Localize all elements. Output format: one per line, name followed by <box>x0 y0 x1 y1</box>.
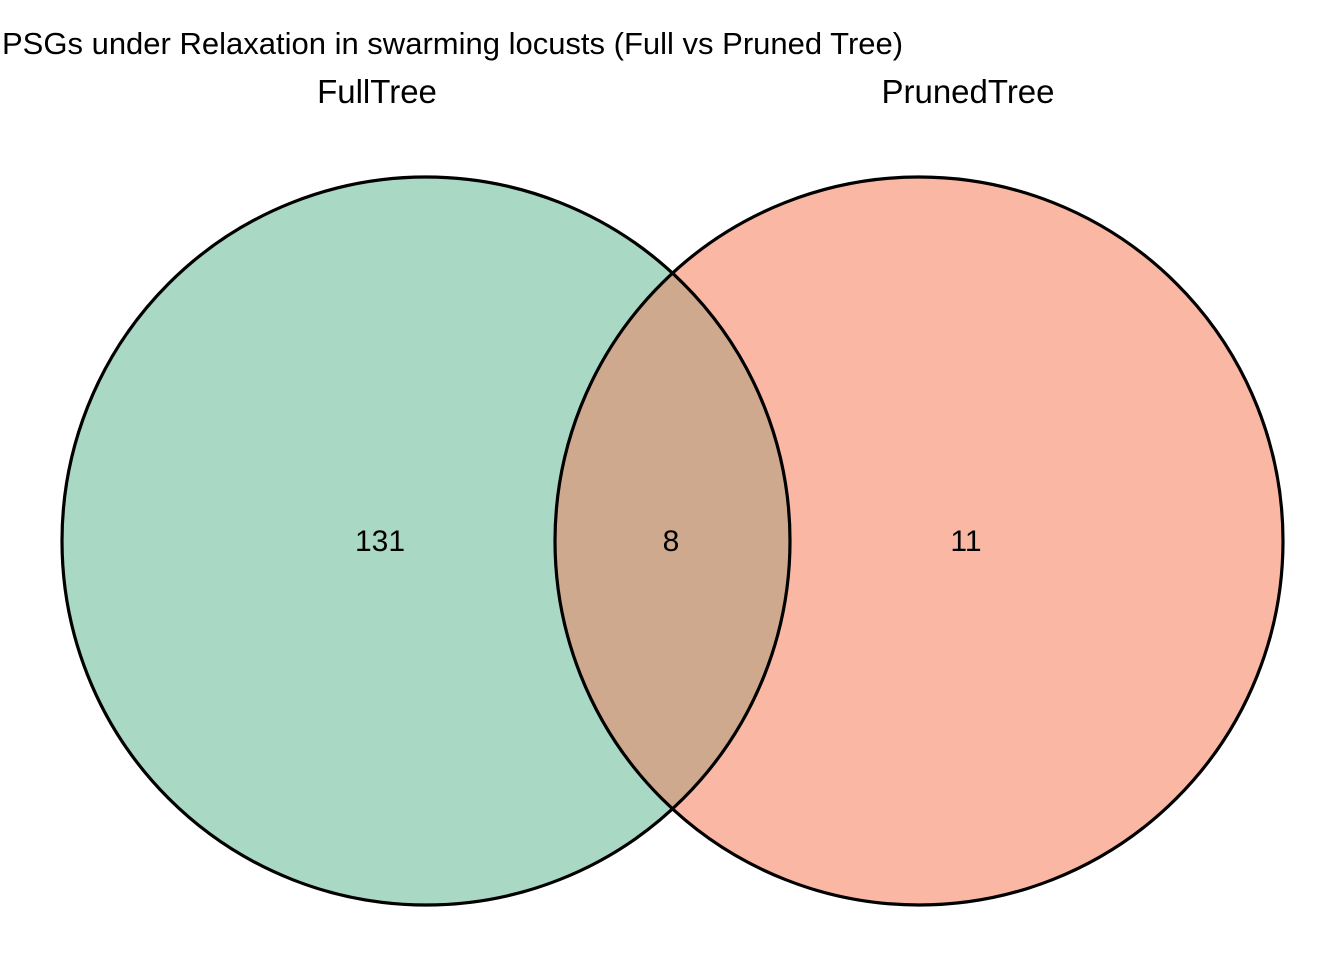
left-set-circle-outline <box>60 175 792 907</box>
left-only-count: 131 <box>355 525 405 558</box>
figure-title: PSGs under Relaxation in swarming locust… <box>2 26 903 61</box>
intersection-count: 8 <box>663 525 680 558</box>
right-set-circle-outline <box>553 175 1285 907</box>
right-only-count: 11 <box>950 525 981 558</box>
right-set-label: PrunedTree <box>881 73 1054 110</box>
intersection-region <box>555 177 790 905</box>
intersection-fill <box>555 177 790 905</box>
left-set-label: FullTree <box>317 73 437 110</box>
